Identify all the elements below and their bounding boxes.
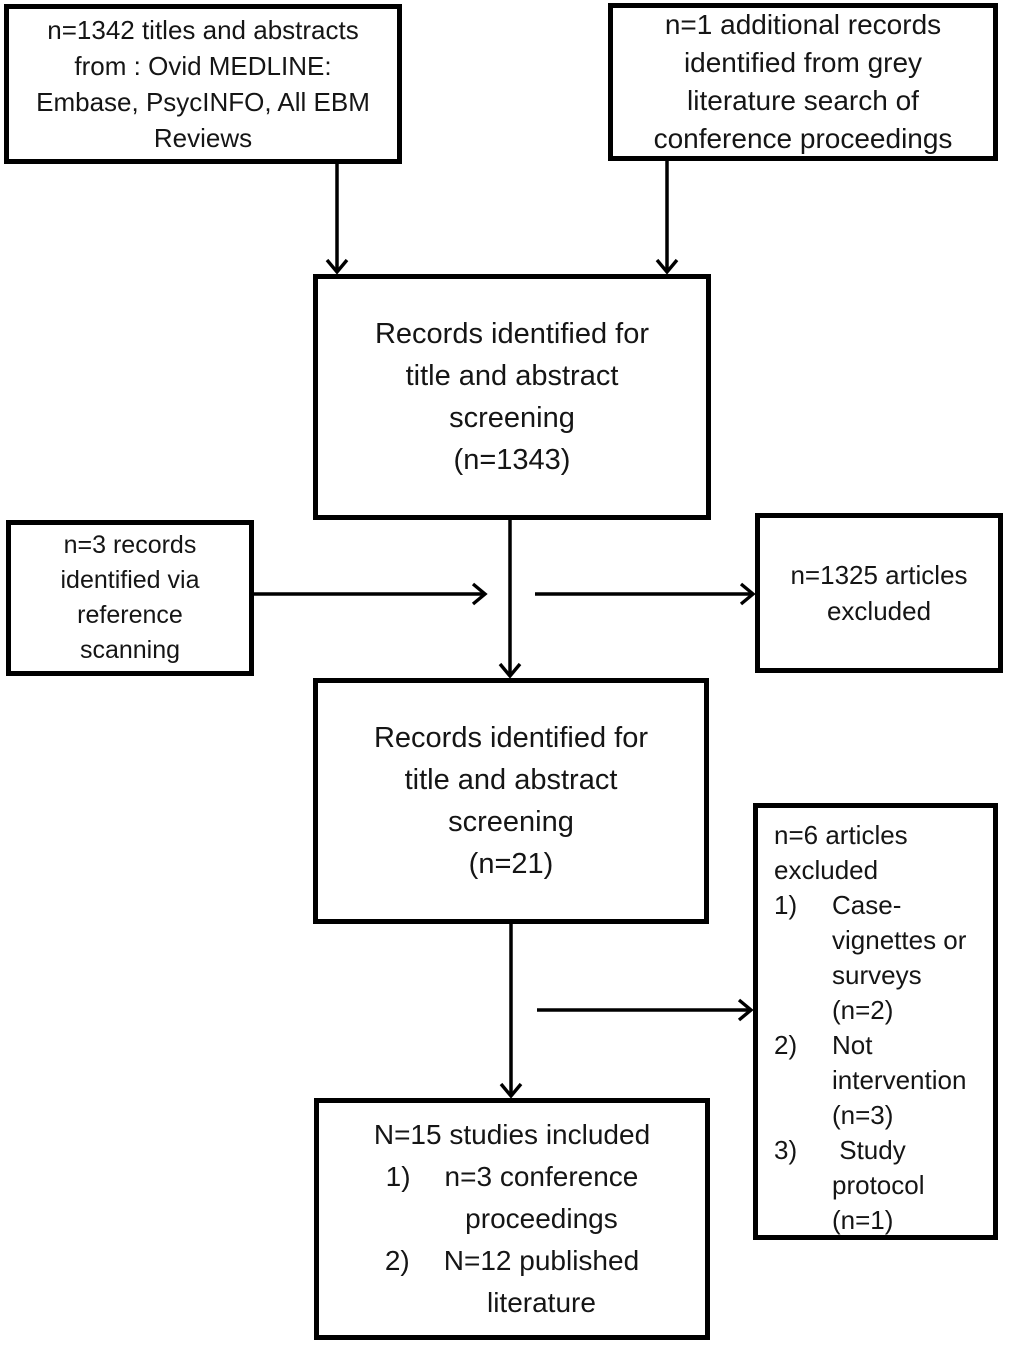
excluded-item-number: 1): [774, 890, 798, 920]
box-screening-n1343: Records identified for title and abstrac…: [313, 274, 711, 520]
included-item-number: 1): [385, 1161, 411, 1192]
excluded-item-text: Not intervention (n=3): [832, 1030, 967, 1130]
box-reference-scanning-text: n=3 records identified via reference sca…: [60, 531, 200, 664]
box-grey-literature: n=1 additional records identified from g…: [608, 3, 998, 161]
included-item-number: 2): [384, 1245, 410, 1276]
box-database-sources-text: n=1342 titles and abstracts from : Ovid …: [36, 15, 370, 153]
box-screening-n21-text: Records identified for title and abstrac…: [373, 722, 649, 880]
box-screening-n21: Records identified for title and abstrac…: [313, 678, 709, 924]
excluded-item: 3) Study protocol (n=1): [774, 1133, 987, 1238]
box-included-n15-title: N=15 studies included: [373, 1119, 651, 1150]
box-excluded-n6-title: n=6 articles excluded: [774, 820, 908, 885]
included-item: 1) n=3 conference proceedings: [386, 1156, 639, 1240]
included-item-text: N=12 published literature: [443, 1245, 640, 1318]
excluded-item-text: Study protocol (n=1): [832, 1135, 925, 1235]
excluded-item: 2) Not intervention (n=3): [774, 1028, 987, 1133]
excluded-item-text: Case- vignettes or surveys (n=2): [832, 890, 967, 1025]
included-item: 2) N=12 published literature: [385, 1240, 639, 1324]
box-excluded-n1325-text: n=1325 articles excluded: [790, 560, 968, 626]
box-screening-n1343-text: Records identified for title and abstrac…: [374, 318, 650, 476]
excluded-item: 1) Case- vignettes or surveys (n=2): [774, 888, 987, 1028]
box-excluded-n6: n=6 articles excluded 1) Case- vignettes…: [753, 803, 998, 1240]
box-grey-literature-text: n=1 additional records identified from g…: [653, 9, 953, 154]
excluded-item-number: 2): [774, 1030, 798, 1060]
box-excluded-n1325: n=1325 articles excluded: [755, 513, 1003, 673]
box-database-sources: n=1342 titles and abstracts from : Ovid …: [4, 4, 402, 164]
box-reference-scanning: n=3 records identified via reference sca…: [6, 520, 254, 676]
excluded-item-number: 3): [774, 1135, 798, 1165]
included-item-text: n=3 conference proceedings: [444, 1161, 639, 1234]
box-included-n15: N=15 studies included 1) n=3 conference …: [314, 1098, 710, 1340]
